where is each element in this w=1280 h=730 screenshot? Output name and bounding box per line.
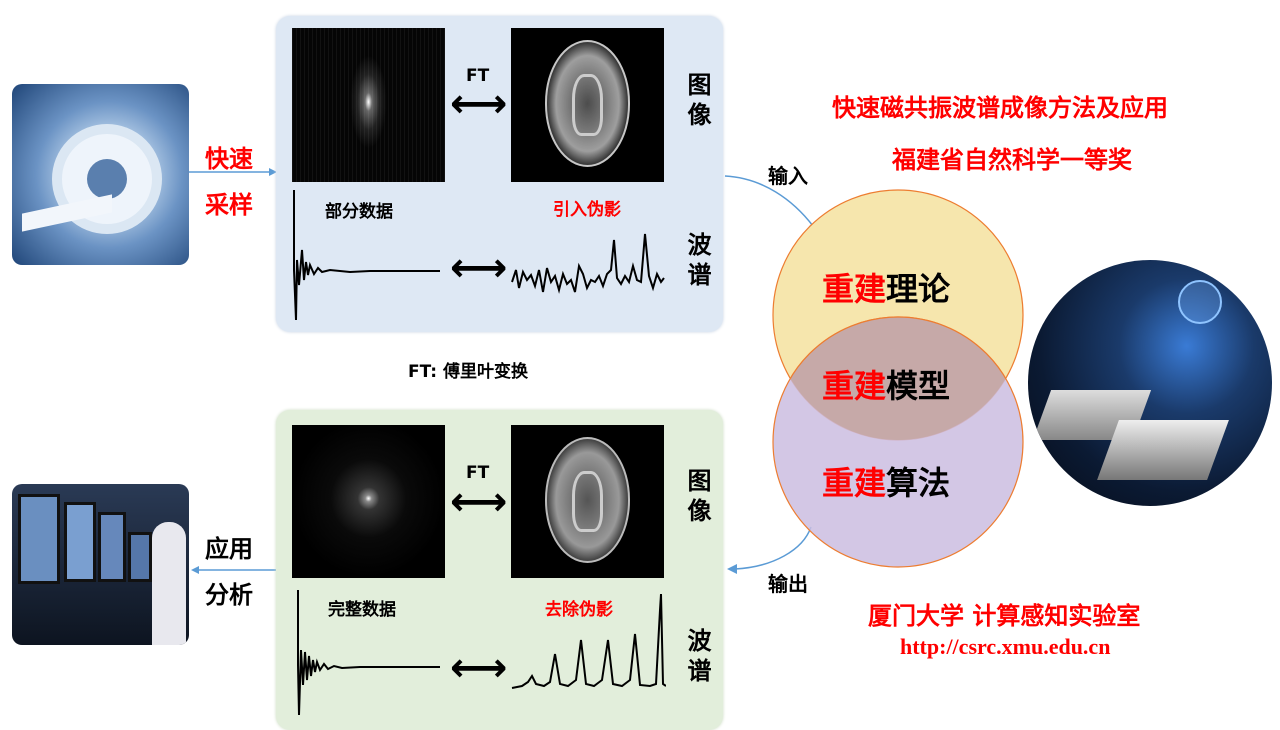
double-arrow-icon: ⟷ [450, 245, 508, 291]
partial-data-caption: 部分数据 [325, 202, 393, 222]
model-overlap [773, 316, 1023, 440]
partial-kspace-image [292, 28, 445, 182]
fast-sampling-label: 快速采样 [205, 145, 253, 219]
venn-item-model: 重建模型 [822, 367, 951, 405]
ft-label-bottom: FT [466, 463, 490, 483]
venn-item-algorithm: 重建算法 [822, 464, 951, 502]
output-label: 输出 [768, 572, 808, 596]
fid-signal-bottom [297, 590, 440, 716]
input-label: 输入 [768, 164, 808, 188]
full-kspace-image [292, 425, 445, 578]
reconstruction-venn [772, 189, 1024, 568]
application-analysis-label: 应用分析 [205, 535, 253, 609]
venn-item-theory: 重建理论 [822, 270, 951, 308]
lab-name: 厦门大学 计算感知实验室 [868, 602, 1141, 630]
ft-definition-note: FT: 傅里叶变换 [408, 362, 528, 382]
clean-brain-image [511, 425, 664, 578]
ai-nmr-illustration [1028, 260, 1272, 506]
doctor-monitors-photo [12, 484, 189, 645]
image-side-label-top: 图像 [683, 72, 711, 132]
remove-artifact-caption: 去除伪影 [545, 600, 613, 620]
artifact-brain-image [511, 28, 664, 182]
spectrum-side-label-bottom: 波谱 [683, 628, 711, 688]
award-subtitle: 福建省自然科学一等奖 [892, 146, 1132, 174]
spectrum-side-label-top: 波谱 [683, 232, 711, 292]
introduce-artifact-caption: 引入伪影 [553, 200, 621, 220]
ft-label-top: FT [466, 66, 490, 86]
fid-signal-top [293, 190, 440, 321]
full-data-caption: 完整数据 [328, 600, 396, 620]
noisy-spectrum [511, 233, 665, 294]
double-arrow-icon: ⟷ [450, 645, 508, 691]
image-side-label-bottom: 图像 [683, 468, 711, 528]
double-arrow-icon: ⟷ [450, 81, 508, 127]
award-title: 快速磁共振波谱成像方法及应用 [832, 94, 1168, 122]
output-arrow [727, 526, 812, 574]
lab-url[interactable]: http://csrc.xmu.edu.cn [900, 634, 1111, 659]
sampling-arrow [189, 168, 277, 176]
clean-spectrum [511, 593, 666, 689]
analysis-arrow [191, 566, 277, 574]
double-arrow-icon: ⟷ [450, 479, 508, 525]
mri-scanner-photo [12, 84, 189, 265]
